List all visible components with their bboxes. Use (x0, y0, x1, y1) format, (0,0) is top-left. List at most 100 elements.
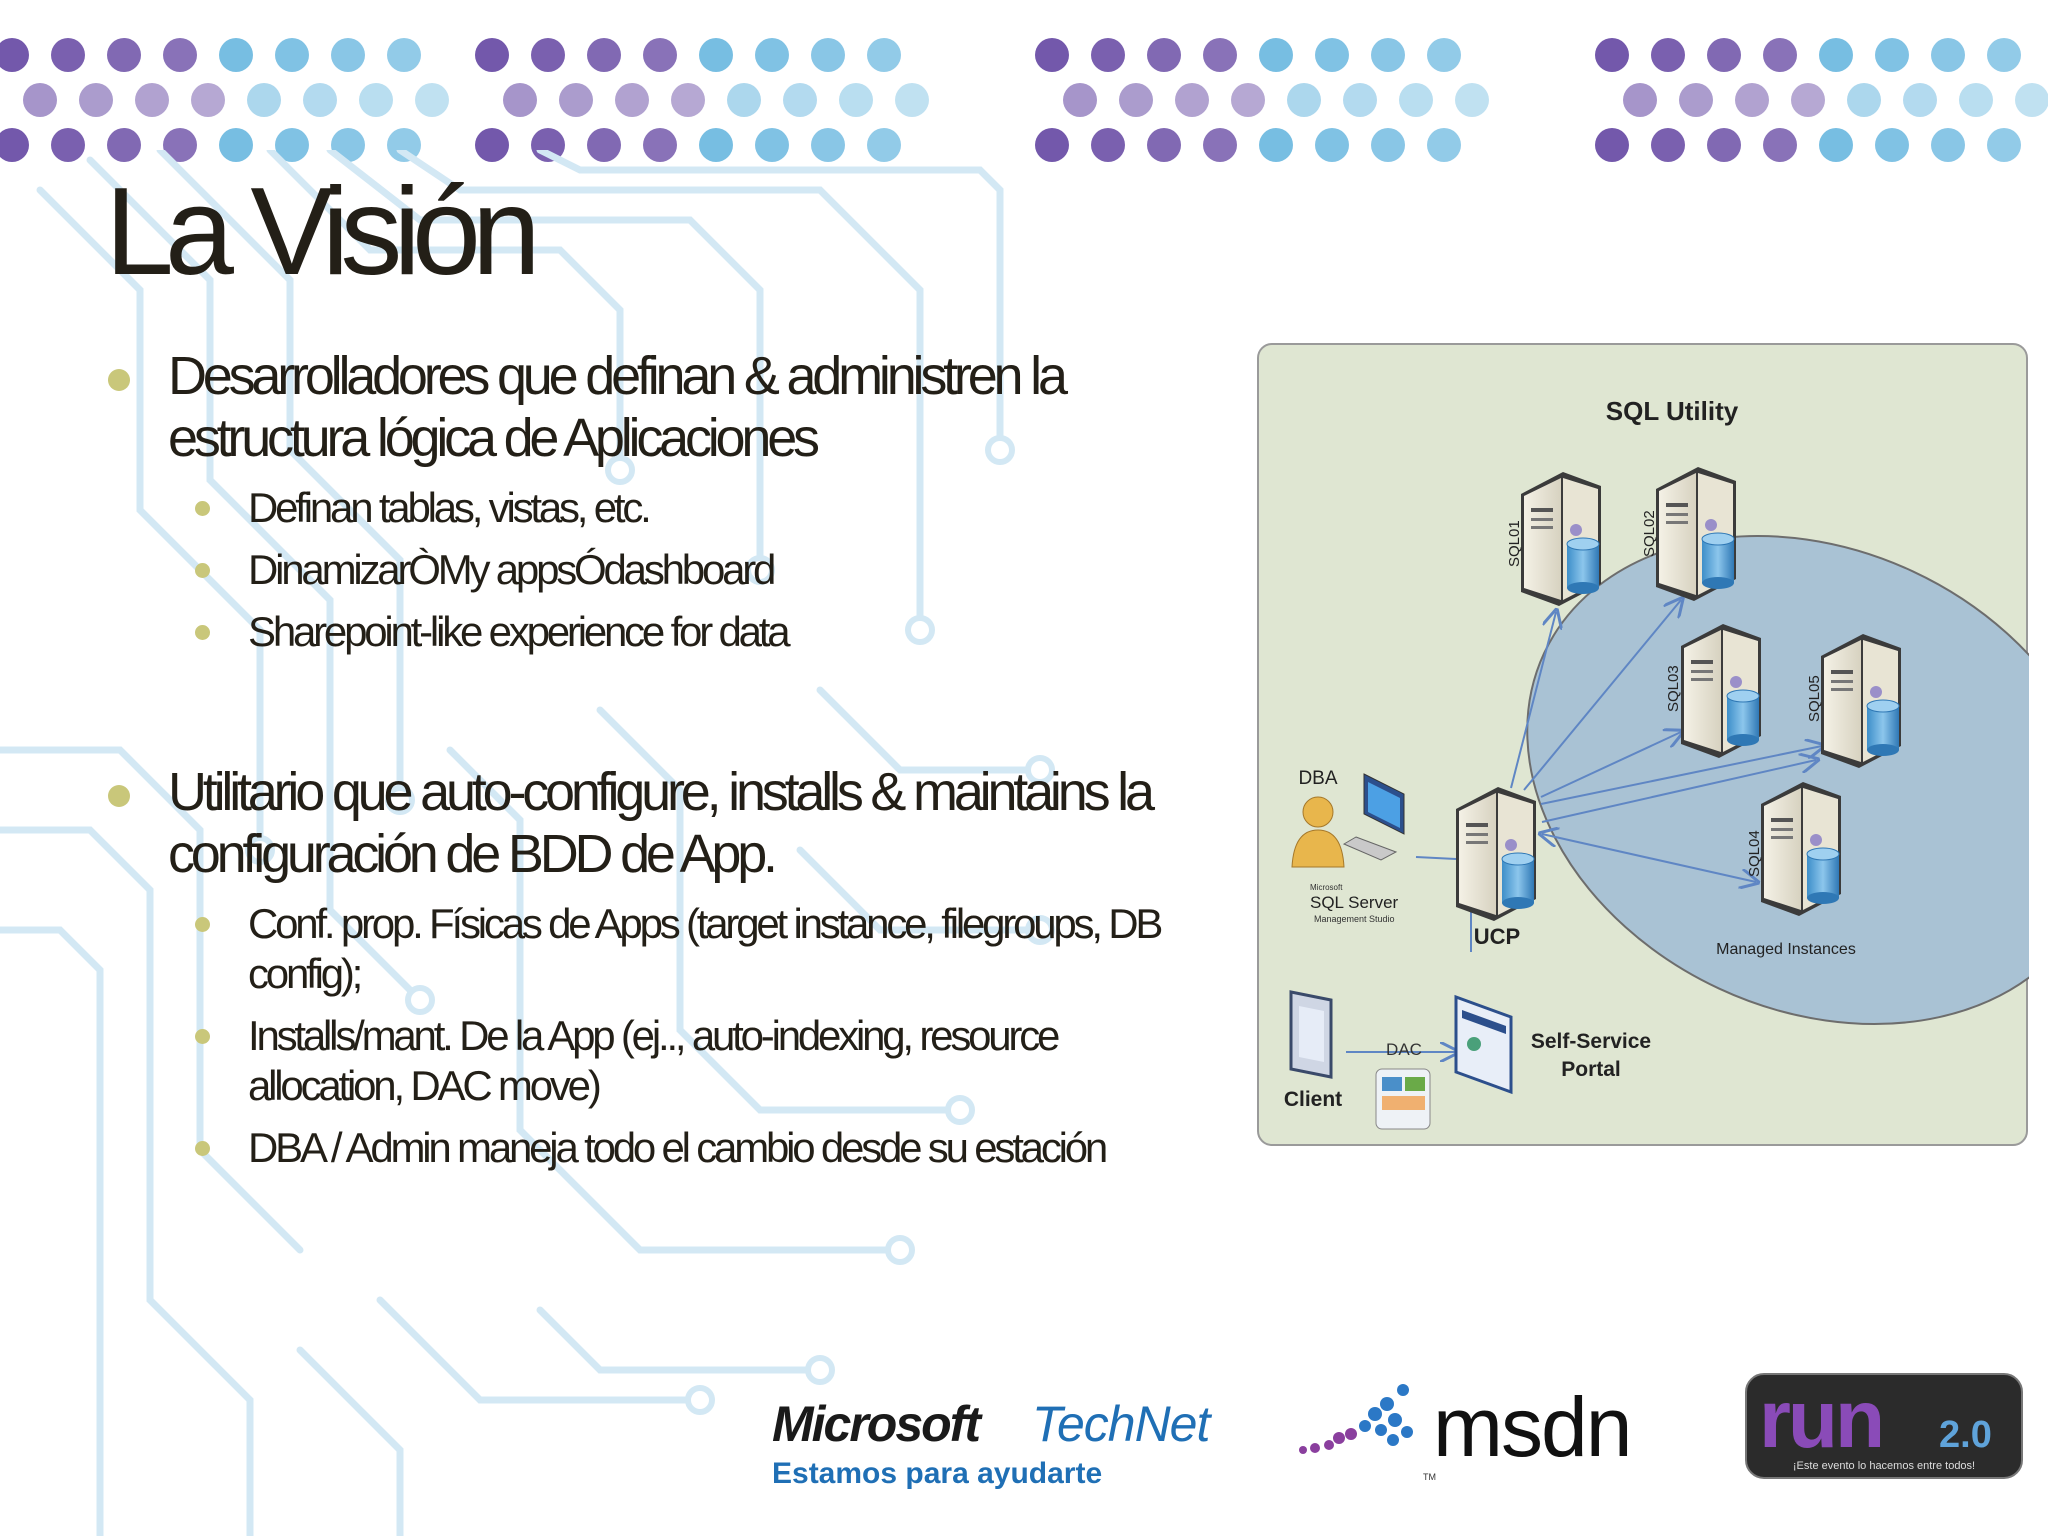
decorative-dot (475, 128, 509, 162)
subbullet-physical-props: Conf. prop. Físicas de Apps (target inst… (195, 899, 1198, 999)
subbullet-text: Conf. prop. Físicas de Apps (target inst… (248, 900, 1163, 997)
microsoft-technet-logo: Microsoft TechNet Estamos para ayudarte (772, 1396, 1213, 1490)
decorative-dot (2015, 83, 2048, 117)
bullet-text: Utilitario que auto-configure, installs … (168, 762, 1155, 884)
server-sql01-icon (1520, 471, 1602, 607)
decorative-dot (79, 83, 113, 117)
decorative-dot (811, 128, 845, 162)
decorative-dot (559, 83, 593, 117)
decorative-dot (1315, 128, 1349, 162)
decorative-dot (135, 83, 169, 117)
ucp-label: UCP (1474, 924, 1520, 949)
msdn-text: msdn (1433, 1380, 1630, 1474)
subbullet-text: DBA / Admin maneja todo el cambio desde … (248, 1124, 1108, 1171)
decorative-dot (1259, 128, 1293, 162)
client-device-icon (1289, 990, 1333, 1079)
decorative-dot (1035, 128, 1069, 162)
decorative-dot (699, 128, 733, 162)
decorative-dot (331, 38, 365, 72)
decorative-dot (811, 38, 845, 72)
technet-brand-text: Microsoft (772, 1396, 983, 1452)
decorative-dot (587, 128, 621, 162)
dac-package-icon (1375, 1068, 1431, 1130)
decorative-dot (1847, 83, 1881, 117)
decorative-dot (1791, 83, 1825, 117)
decorative-dot (867, 38, 901, 72)
self-service-portal-icon (1454, 994, 1513, 1095)
decorative-dot (1035, 38, 1069, 72)
bullet-text: Desarrolladores que definan & administre… (168, 346, 1068, 468)
decorative-dot (783, 83, 817, 117)
decorative-dot (191, 83, 225, 117)
decorative-dot (1455, 83, 1489, 117)
decorative-dot (727, 83, 761, 117)
decorative-dot (1343, 83, 1377, 117)
decorative-dot (387, 128, 421, 162)
technet-tagline: Estamos para ayudarte (772, 1457, 1102, 1490)
decorative-dot (1651, 38, 1685, 72)
subbullet-dot (195, 625, 210, 640)
decorative-dot (1063, 83, 1097, 117)
decorative-dot (531, 38, 565, 72)
decorative-dot (1399, 83, 1433, 117)
decorative-dot (1371, 128, 1405, 162)
run-version: 2.0 (1939, 1414, 1992, 1456)
subbullet-text: Installs/mant. De la App (ej.., auto-ind… (248, 1012, 1060, 1109)
run-2-logo: run 2.0 ¡Este evento lo hacemos entre to… (1745, 1373, 2023, 1479)
bullet-utility: Utilitario que auto-configure, installs … (108, 761, 1198, 885)
decorative-dot (1735, 83, 1769, 117)
decorative-dot (1427, 128, 1461, 162)
management-studio-text: Management Studio (1314, 914, 1395, 924)
decorative-dot (1875, 128, 1909, 162)
decorative-dot (1763, 128, 1797, 162)
decorative-dot (1203, 38, 1237, 72)
sqlserver-microsoft-text: Microsoft (1310, 883, 1343, 892)
decorative-dot (1987, 38, 2021, 72)
decorative-dot (1119, 83, 1153, 117)
decorative-dot (755, 128, 789, 162)
decorative-dot (1931, 38, 1965, 72)
decorative-dot (1819, 38, 1853, 72)
decorative-dot (1091, 38, 1125, 72)
decorative-dot (219, 128, 253, 162)
decorative-dot (107, 38, 141, 72)
decorative-dot (1259, 38, 1293, 72)
decorative-dot (1427, 38, 1461, 72)
server-label: SQL01 (1506, 520, 1523, 567)
diagram-title: SQL Utility (1606, 396, 1739, 426)
decorative-dot (867, 128, 901, 162)
decorative-dot (23, 83, 57, 117)
decorative-dot (247, 83, 281, 117)
decorative-dot (0, 38, 29, 72)
sqlserver-logo-text: SQL Server (1310, 893, 1399, 912)
subbullet-tables: Definan tablas, vistas, etc. (195, 483, 1198, 533)
technet-product-text: TechNet (1032, 1396, 1212, 1452)
subbullet-installs: Installs/mant. De la App (ej.., auto-ind… (195, 1011, 1198, 1111)
decorative-dot (503, 83, 537, 117)
decorative-dot (475, 38, 509, 72)
portal-label-line1: Self-Service (1531, 1030, 1651, 1053)
msdn-trademark: TM (1423, 1472, 1436, 1482)
circuit-background (0, 150, 1055, 1536)
decorative-dot (107, 128, 141, 162)
dac-label: DAC (1386, 1040, 1422, 1059)
decorative-dot (699, 38, 733, 72)
slide-body: Desarrolladores que definan & administre… (108, 345, 1198, 1173)
decorative-dot (1819, 128, 1853, 162)
server-sql02-icon (1655, 466, 1737, 602)
subbullet-dashboard: DinamizarÒMy appsÓdashboard (195, 545, 1198, 595)
decorative-dot (163, 128, 197, 162)
subbullet-dot (195, 501, 210, 516)
subbullet-dot (195, 1029, 210, 1044)
decorative-dot (303, 83, 337, 117)
server-label: SQL04 (1746, 830, 1763, 877)
sql-utility-diagram: SQL Utility SQL01 SQL02 SQL03 SQL05 SQL0… (1257, 343, 2029, 1146)
server-sql03-icon (1680, 623, 1762, 759)
bullet-dot (108, 785, 130, 807)
dba-label: DBA (1298, 768, 1337, 789)
decorative-dot (671, 83, 705, 117)
decorative-dot (1231, 83, 1265, 117)
decorative-dot (1763, 38, 1797, 72)
server-sql04-icon (1760, 781, 1842, 917)
decorative-dot (1147, 128, 1181, 162)
